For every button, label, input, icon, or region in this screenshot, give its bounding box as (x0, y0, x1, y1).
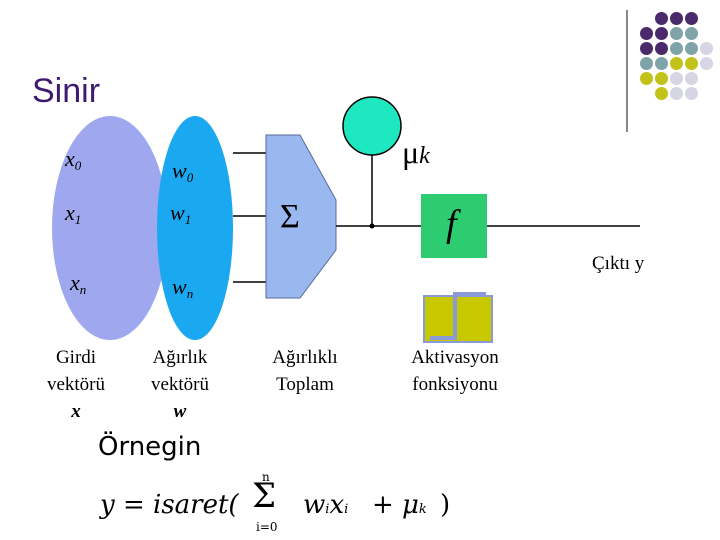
activation-caption: Aktivasyon fonksiyonu (411, 347, 499, 395)
step-function-box (423, 295, 493, 343)
weight-caption: Ağırlık vektörü w (150, 347, 210, 422)
corner-dot (685, 57, 698, 70)
corner-dot (640, 27, 653, 40)
sum-block (265, 134, 337, 299)
formula-lhs: y = isaret( (100, 490, 239, 520)
output-label: Çıktı y (592, 253, 645, 274)
corner-dot (685, 27, 698, 40)
corner-dot (655, 27, 668, 40)
formula-term: wixi (303, 490, 349, 520)
corner-dot (670, 12, 683, 25)
corner-dot (670, 72, 683, 85)
activation-box (421, 194, 487, 258)
formula-mu: μk (402, 490, 427, 520)
corner-dot (685, 42, 698, 55)
weight-label-0: w0 (172, 158, 194, 185)
step-function-curve (430, 292, 486, 340)
corner-dot (685, 72, 698, 85)
formula-sum-bottom: i=0 (256, 520, 278, 534)
weight-label-1: w1 (170, 200, 192, 227)
formula-rhs: ) (440, 490, 451, 520)
corner-dot (640, 57, 653, 70)
bias-label: μk (402, 134, 430, 170)
corner-dot (670, 87, 683, 100)
input-label-1: x1 (65, 200, 82, 227)
page-title: Sinir (32, 72, 101, 110)
corner-dot (700, 42, 713, 55)
corner-dot (655, 87, 668, 100)
junction-dot (369, 223, 375, 229)
example-title: Örnegin (98, 432, 202, 462)
formula: y = isaret( n Σ i=0 wixi + μk ) (100, 470, 480, 540)
weight-vector-ellipse (157, 116, 233, 340)
corner-dot (655, 12, 668, 25)
input-label-n: xn (70, 270, 87, 297)
corner-dot (685, 12, 698, 25)
weight-label-n: wn (172, 274, 194, 301)
corner-dot (670, 57, 683, 70)
corner-dot (655, 42, 668, 55)
formula-sum-symbol: Σ (252, 476, 277, 516)
divider-line (626, 10, 628, 132)
corner-dot (700, 57, 713, 70)
corner-dot (655, 72, 668, 85)
bias-circle (342, 96, 402, 156)
input-vector-ellipse (52, 116, 168, 340)
corner-dot (640, 72, 653, 85)
input-caption: Girdi vektörü x (46, 347, 106, 422)
sum-caption: Ağırlıklı Toplam (272, 347, 338, 395)
corner-dot (640, 42, 653, 55)
corner-dot (685, 87, 698, 100)
corner-dot (670, 27, 683, 40)
corner-dot (655, 57, 668, 70)
activation-symbol: f (446, 203, 457, 245)
input-label-0: x0 (65, 146, 82, 173)
corner-dot (670, 42, 683, 55)
formula-sum-top: n (262, 470, 270, 484)
formula-plus: + (372, 490, 394, 520)
sum-symbol: Σ (280, 198, 300, 235)
